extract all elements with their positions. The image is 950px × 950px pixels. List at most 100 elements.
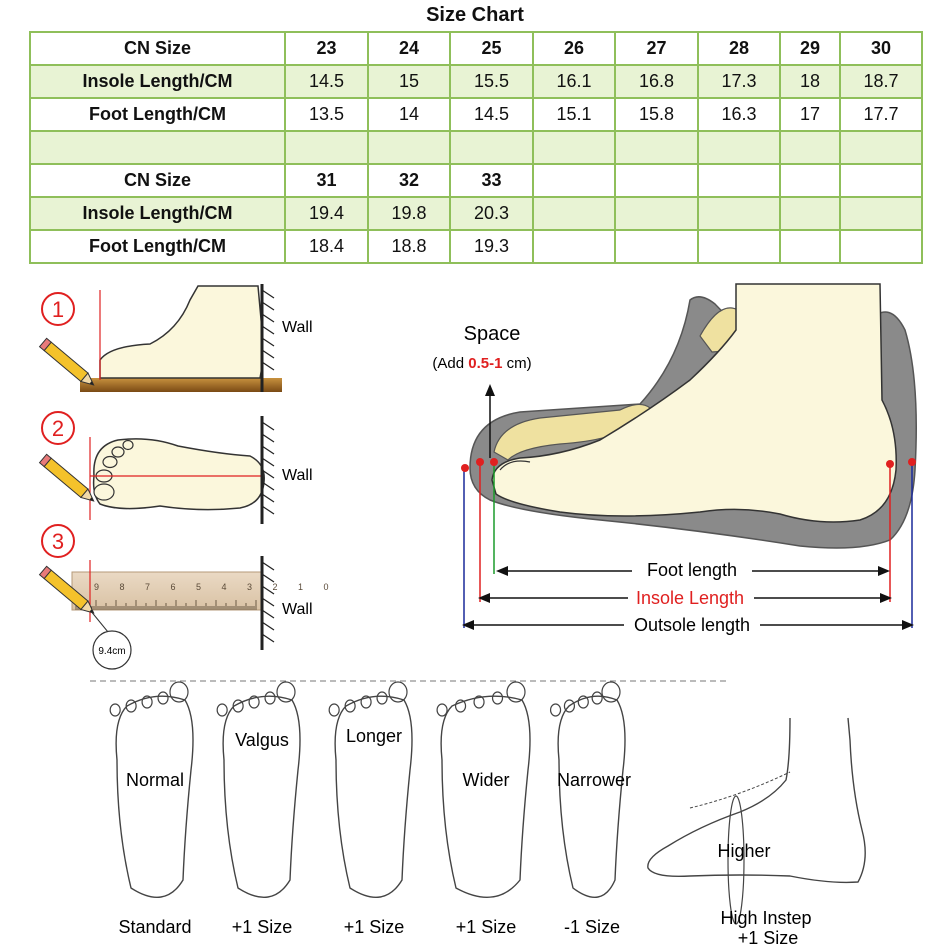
- table-cell: 17.7: [839, 97, 923, 132]
- toe-outline: [454, 699, 467, 713]
- table-cell: [779, 196, 841, 231]
- table-cell: 19.8: [367, 196, 451, 231]
- pencil-icon: [38, 565, 95, 614]
- foot-type-size: +1 Size: [344, 917, 405, 937]
- table-cell: [839, 196, 923, 231]
- foot-type-name: Normal: [126, 770, 184, 790]
- high-instep-illustration: Higher High Instep +1 Size: [647, 717, 866, 948]
- table-cell: [614, 130, 699, 165]
- table-cell: [839, 163, 923, 198]
- toe-outline: [436, 703, 448, 717]
- table-cell: 24: [367, 31, 451, 66]
- space-note: (Add 0.5-1 cm): [432, 355, 531, 372]
- toe-outline: [141, 695, 153, 709]
- insole-length-label: Insole Length: [636, 588, 744, 608]
- table-cell: 16.3: [697, 97, 781, 132]
- foot-type-size: +1 Size: [232, 917, 293, 937]
- toe-outline: [563, 699, 576, 713]
- toe-outline: [376, 691, 388, 705]
- wall-label-3: Wall: [282, 601, 313, 618]
- table-cell: [697, 130, 781, 165]
- floor: [80, 378, 282, 392]
- toe-outline: [473, 695, 485, 709]
- row-label: [29, 130, 286, 165]
- row-label: CN Size: [29, 31, 286, 66]
- step3-badge: [41, 524, 75, 558]
- row-label: CN Size: [29, 163, 286, 198]
- step1-illustration: 1 Wall: [38, 284, 313, 392]
- step3-illustration: 3 9 8 7 6 5 4 3 2 1 0 Wall 9.4cm: [38, 524, 329, 670]
- foot-type-size: +1 Size: [456, 917, 517, 937]
- table-cell: [614, 163, 699, 198]
- table-cell: 32: [367, 163, 451, 198]
- toe-outline: [360, 695, 372, 709]
- table-cell: [284, 130, 369, 165]
- foot-type-size: -1 Size: [564, 917, 620, 937]
- space-label: Space: [464, 323, 521, 345]
- table-cell: 23: [284, 31, 369, 66]
- table-cell: 15.5: [449, 64, 534, 99]
- table-cell: 31: [284, 163, 369, 198]
- foot-outline: [440, 695, 531, 898]
- table-cell: 18.7: [839, 64, 923, 99]
- step3-number: 3: [52, 529, 64, 554]
- foot-type-item: Valgus+1 Size: [216, 681, 301, 937]
- toe-outline: [328, 703, 340, 717]
- step1-number: 1: [52, 297, 64, 322]
- step2-badge: [41, 411, 75, 445]
- foot-type-item: Narrower-1 Size: [549, 681, 631, 937]
- toe-outline: [344, 699, 356, 713]
- table-cell: 30: [839, 31, 923, 66]
- table-cell: [779, 130, 841, 165]
- high-instep-label: High Instep: [720, 908, 811, 928]
- table-cell: 19.3: [449, 229, 534, 264]
- shoe-foot: [491, 283, 897, 523]
- measure-callout: [92, 630, 132, 670]
- table-cell: [839, 229, 923, 264]
- step2-illustration: 2 Wall: [38, 411, 313, 524]
- table-cell: [367, 130, 451, 165]
- step1-badge: [41, 292, 75, 326]
- toe-outline: [577, 695, 589, 709]
- table-cell: [532, 130, 616, 165]
- toe-outline: [506, 681, 526, 703]
- higher-label: Higher: [717, 841, 770, 861]
- foot-type-name: Wider: [462, 770, 509, 790]
- pencil-icon: [38, 453, 95, 502]
- toe-outline: [248, 695, 260, 709]
- table-cell: [697, 163, 781, 198]
- table-cell: 18.8: [367, 229, 451, 264]
- table-cell: [614, 196, 699, 231]
- table-cell: 18.4: [284, 229, 369, 264]
- shoe-diagram: Space (Add 0.5-1 cm) Foot length Insole …: [432, 283, 917, 635]
- outsole-length-label: Outsole length: [634, 615, 750, 635]
- table-cell: [839, 130, 923, 165]
- toe-outline: [216, 703, 228, 717]
- step2-number: 2: [52, 416, 64, 441]
- table-cell: [697, 196, 781, 231]
- toe-outline: [591, 691, 603, 705]
- table-cell: 13.5: [284, 97, 369, 132]
- chart-title: Size Chart: [426, 4, 524, 26]
- table-cell: 20.3: [449, 196, 534, 231]
- table-cell: [779, 229, 841, 264]
- table-cell: [449, 130, 534, 165]
- table-cell: 17: [779, 97, 841, 132]
- table-cell: 17.3: [697, 64, 781, 99]
- high-instep-size: +1 Size: [738, 928, 799, 948]
- toe-outline: [109, 703, 121, 717]
- foot-outline: [557, 695, 626, 898]
- ruler: [71, 571, 263, 611]
- toe-outline: [388, 681, 408, 703]
- table-cell: [532, 196, 616, 231]
- table-cell: 33: [449, 163, 534, 198]
- toe-outline: [276, 681, 296, 703]
- toe-outline: [601, 681, 621, 703]
- table-cell: 15.8: [614, 97, 699, 132]
